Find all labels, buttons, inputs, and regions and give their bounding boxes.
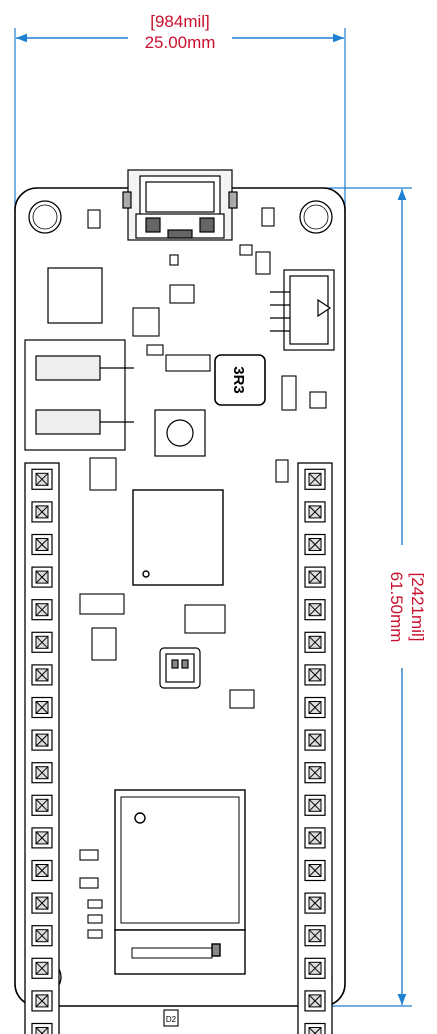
header-left-pin [31,859,53,882]
wireless-module [114,789,246,975]
inductor-label: 3R3 [230,366,247,394]
header-right-pin [304,957,326,979]
silk-label-d2: D2 [166,1015,177,1024]
header-right-pin [304,501,326,523]
header-right-pin [304,827,326,849]
inductor: 3R3 [214,354,266,406]
usb-connector [122,169,238,241]
header-right-pin [304,533,326,556]
header-left [24,462,60,1034]
header-left-pin [31,957,53,979]
header-right-pin [304,599,326,621]
main-processor [132,489,224,586]
small-components [79,207,327,1027]
header-left-pin [31,892,53,914]
header-left-pin [31,533,53,556]
header-left-pin [31,1022,53,1034]
header-left-pin [31,468,53,490]
header-left-pin [31,827,53,849]
width-dimension: [984mil] 25.00mm [14,12,346,212]
header-right [297,462,333,1034]
header-left-pin [31,925,53,947]
header-left-pin [31,794,53,816]
header-right-pin [304,696,326,719]
header-left-pin [31,696,53,719]
reset-button [154,409,206,457]
header-right-pin [304,794,326,816]
header-right-pin [304,566,326,588]
jst-connector [270,269,335,351]
header-right-pin [304,925,326,947]
ic-upper-left [47,267,103,324]
header-right-pin [304,468,326,490]
mounting-hole-top-right [299,200,333,234]
header-left-pin [31,566,53,588]
header-left-pin [31,762,53,784]
header-right-pin [304,631,326,653]
header-right-pin [304,859,326,882]
height-dimension: [2421mil] 61.50mm [322,187,427,1007]
header-left-pin [31,664,53,686]
width-metric-label: 25.00mm [145,33,216,52]
header-right-pin [304,729,326,751]
header-right-pin [304,892,326,914]
sensor [159,647,201,689]
battery-connector [24,339,134,451]
header-left-pin [31,729,53,751]
header-right-pin [304,762,326,784]
mounting-hole-top-left [28,200,62,234]
header-right-pin [304,1022,326,1034]
height-metric-label: 61.50mm [387,572,406,643]
header-right-pin [304,664,326,686]
width-imperial-label: [984mil] [150,12,210,31]
header-left-pin [31,599,53,621]
header-right-pin [304,990,326,1012]
header-left-pin [31,501,53,523]
height-imperial-label: [2421mil] [408,573,427,642]
header-left-pin [31,990,53,1012]
header-left-pin [31,631,53,653]
